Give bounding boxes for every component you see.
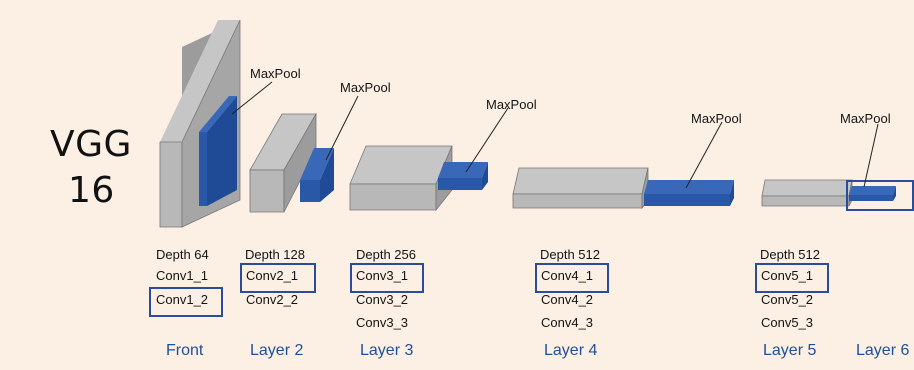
- pool-5-highlight-box: [846, 180, 914, 211]
- conv-label: Conv2_1: [246, 268, 299, 283]
- pool-block-2: [300, 148, 334, 202]
- conv-label: Conv5_2: [761, 292, 814, 307]
- conv-label: Conv5_3: [761, 315, 814, 330]
- conv-label: Conv3_2: [356, 292, 409, 307]
- depth-label: Depth 512: [760, 247, 820, 262]
- highlight-box: [240, 263, 316, 293]
- layer-label: Layer 2: [250, 342, 304, 359]
- layer-label: Layer 4: [544, 342, 598, 359]
- conv-label: Conv1_2: [156, 292, 209, 307]
- layer-label: Front: [166, 342, 204, 359]
- depth-label: Depth 512: [540, 247, 600, 262]
- conv-label: Conv1_1: [156, 268, 209, 283]
- title-line-2: 16: [68, 170, 115, 211]
- maxpool-label: MaxPool: [691, 111, 742, 126]
- maxpool-label: MaxPool: [486, 97, 537, 112]
- conv-label: Conv5_1: [761, 268, 814, 283]
- depth-label: Depth 128: [245, 247, 305, 262]
- pool-block-5: [849, 186, 896, 201]
- conv-label: Conv3_3: [356, 315, 409, 330]
- conv-label: Conv4_1: [541, 268, 594, 283]
- conv-block-4: [512, 167, 649, 210]
- title-line-1: VGG: [50, 124, 132, 165]
- layer-label: Layer 3: [360, 342, 414, 359]
- conv-label: Conv4_2: [541, 292, 594, 307]
- depth-label: Depth 64: [156, 247, 209, 262]
- layer-label: Layer 6: [856, 342, 910, 359]
- maxpool-label: MaxPool: [840, 111, 891, 126]
- conv-label: Conv3_1: [356, 268, 409, 283]
- highlight-box: [149, 287, 223, 317]
- conv-block-3: [349, 145, 453, 212]
- conv-block-2: [249, 112, 317, 213]
- pool-block-4: [644, 180, 734, 206]
- pool-block-3: [438, 162, 488, 190]
- conv-label: Conv2_2: [246, 292, 299, 307]
- pool-block-1: [199, 96, 237, 206]
- maxpool-label: MaxPool: [340, 80, 391, 95]
- depth-label: Depth 256: [356, 247, 416, 262]
- highlight-box: [755, 263, 829, 293]
- highlight-box: [535, 263, 609, 293]
- highlight-box: [350, 263, 424, 293]
- maxpool-label: MaxPool: [250, 66, 301, 81]
- conv-block-5: [761, 179, 853, 207]
- conv-label: Conv4_3: [541, 315, 594, 330]
- layer-label: Layer 5: [763, 342, 817, 359]
- maxpool-leader-lines: [231, 81, 879, 189]
